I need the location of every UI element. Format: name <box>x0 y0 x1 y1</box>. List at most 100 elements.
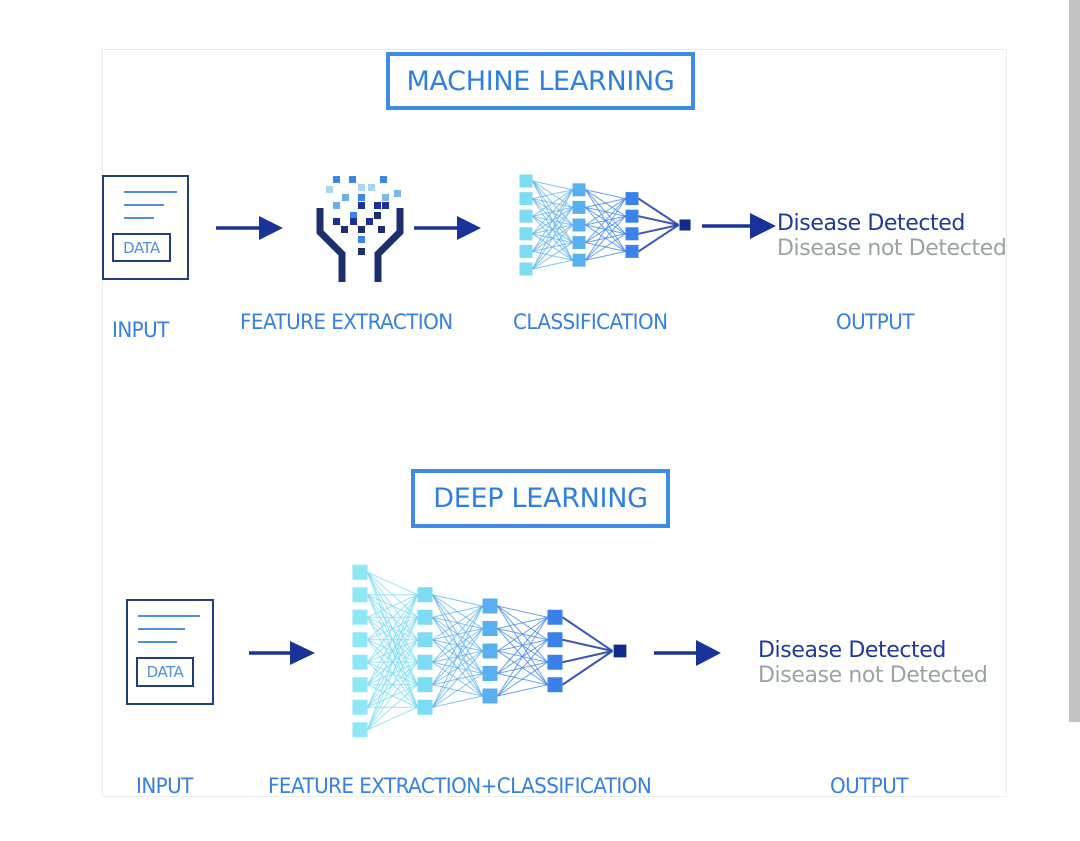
ml-net-layer-3-node <box>625 209 639 223</box>
pixel-square <box>358 236 365 243</box>
ml-net-layer-2-node <box>572 200 586 214</box>
machine-learning-title-text: MACHINE LEARNING <box>406 65 675 97</box>
deep-learning-title: DEEP LEARNING <box>411 469 670 528</box>
funnel-left-arm <box>316 208 346 282</box>
ml-net-edge <box>637 224 680 253</box>
ml-net-layer-2-node <box>572 218 586 232</box>
doc-line <box>138 628 185 630</box>
dl-net-edge <box>561 616 614 652</box>
dl-net-layer-3-node <box>482 666 498 681</box>
funnel-right-arm <box>374 208 404 282</box>
ml-net-edge <box>532 224 573 270</box>
pixel-square <box>333 176 340 183</box>
dl-net-edge <box>497 605 548 618</box>
pixel-square <box>382 194 389 201</box>
dl-arrow-1-icon <box>249 641 315 665</box>
dl-net-edge <box>432 605 483 618</box>
doc-line <box>138 641 177 643</box>
pixel-square <box>358 202 365 209</box>
dl-net-edge <box>432 594 483 607</box>
ml-output-disease-detected: Disease Detected <box>777 211 965 236</box>
ml-caption-feature-extraction: FEATURE EXTRACTION <box>240 310 453 334</box>
pixel-square <box>341 226 348 233</box>
dl-arrow-2-icon <box>654 640 721 666</box>
dl-net-edge <box>432 695 483 708</box>
dl-net-edge <box>432 605 483 663</box>
scrollbar[interactable] <box>1069 0 1080 722</box>
ml-net-edge <box>585 198 626 243</box>
ml-classification-network <box>519 174 691 276</box>
feature-extraction-funnel-icon <box>316 176 404 282</box>
dl-net-layer-2-node <box>417 609 433 625</box>
ml-net-edge <box>585 198 626 208</box>
ml-net-edge <box>532 189 573 235</box>
ml-arrow-3-icon <box>702 213 776 239</box>
ml-arrow-1-icon <box>216 216 283 240</box>
dl-net-layer-1-node <box>352 677 368 693</box>
dl-net-edge <box>367 571 418 596</box>
dl-net-edge <box>497 661 548 697</box>
dl-net-layer-2-node <box>417 587 433 603</box>
dl-data-label: DATA <box>146 663 184 681</box>
dl-net-edge <box>562 650 613 664</box>
machine-learning-title: MACHINE LEARNING <box>386 52 695 110</box>
dl-net-edge <box>497 684 548 697</box>
dl-net-edge <box>367 639 418 730</box>
dl-net-edge <box>497 616 548 674</box>
pixel-square <box>326 186 333 193</box>
ml-net-layer-2-node <box>572 253 586 267</box>
dl-net-layer-1-node <box>352 722 368 738</box>
ml-net-edge <box>532 242 573 270</box>
dl-network <box>352 564 627 738</box>
pixel-square <box>342 194 349 201</box>
ml-data-document-icon: DATA <box>102 175 189 280</box>
dl-data-document-icon: DATA <box>126 599 214 705</box>
pixel-square <box>394 190 401 197</box>
ml-net-layer-4-node <box>679 219 691 231</box>
dl-net-edge <box>432 628 483 708</box>
ml-net-layer-1-node <box>519 244 533 258</box>
dl-net-layer-4-node <box>547 677 563 693</box>
dl-net-edge <box>432 605 483 708</box>
doc-line <box>124 217 154 219</box>
ml-net-layer-1-node <box>519 192 533 206</box>
pixel-square <box>358 226 365 233</box>
ml-net-edge <box>585 215 626 261</box>
ml-net-layer-1-node <box>519 262 533 276</box>
ml-caption-classification: CLASSIFICATION <box>513 310 668 334</box>
pixel-square <box>368 184 375 191</box>
dl-net-edge <box>497 616 548 652</box>
dl-data-label-box: DATA <box>136 657 194 687</box>
pixel-square <box>349 176 356 183</box>
pixel-square <box>333 218 340 225</box>
dl-net-layer-3-node <box>482 621 498 636</box>
dl-net-layer-3-node <box>482 643 498 659</box>
dl-net-edge <box>497 616 548 629</box>
dl-net-layer-2-node <box>417 699 433 715</box>
ml-net-edge <box>638 224 679 235</box>
dl-net-layer-2-node <box>417 632 433 648</box>
dl-net-layer-1-node <box>352 564 368 580</box>
dl-net-edge <box>367 594 418 618</box>
ml-caption-output: OUTPUT <box>836 310 914 334</box>
dl-net-layer-3-node <box>482 598 498 614</box>
dl-net-edge <box>367 706 418 731</box>
dl-net-edge <box>367 594 418 708</box>
ml-net-layer-1-node <box>519 227 533 241</box>
dl-net-layer-2-node <box>417 654 433 670</box>
dl-net-edge <box>367 594 418 663</box>
dl-net-edge <box>367 594 418 730</box>
dl-net-edge <box>367 594 418 685</box>
dl-net-layer-5-node <box>613 644 627 658</box>
dl-net-edge <box>432 605 483 686</box>
ml-arrow-2-icon <box>414 216 481 240</box>
ml-net-edge <box>637 197 680 226</box>
pixel-square <box>382 202 389 209</box>
ml-net-edge <box>585 233 626 261</box>
pixel-square <box>350 212 357 219</box>
pixel-square <box>358 184 365 191</box>
ml-net-edge <box>638 215 679 226</box>
pixel-square <box>358 194 365 201</box>
dl-net-layer-4-node <box>547 654 563 670</box>
dl-net-layer-4-node <box>547 609 563 625</box>
